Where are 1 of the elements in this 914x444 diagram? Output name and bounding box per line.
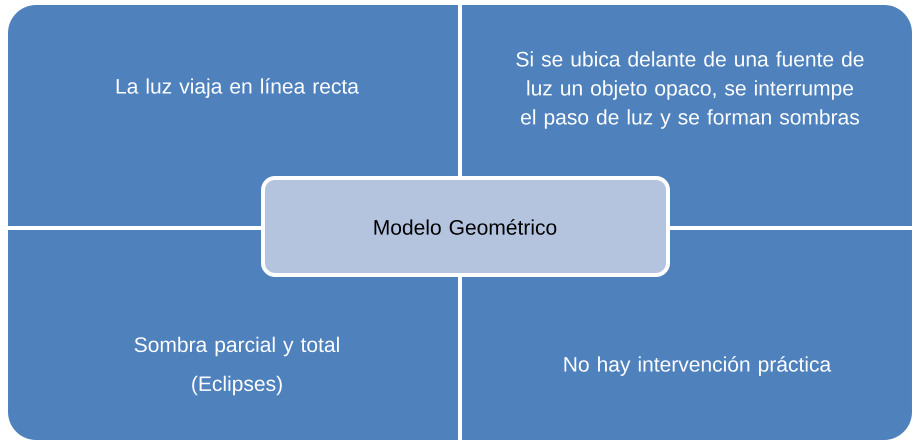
- center-box: Modelo Geométrico: [261, 176, 670, 277]
